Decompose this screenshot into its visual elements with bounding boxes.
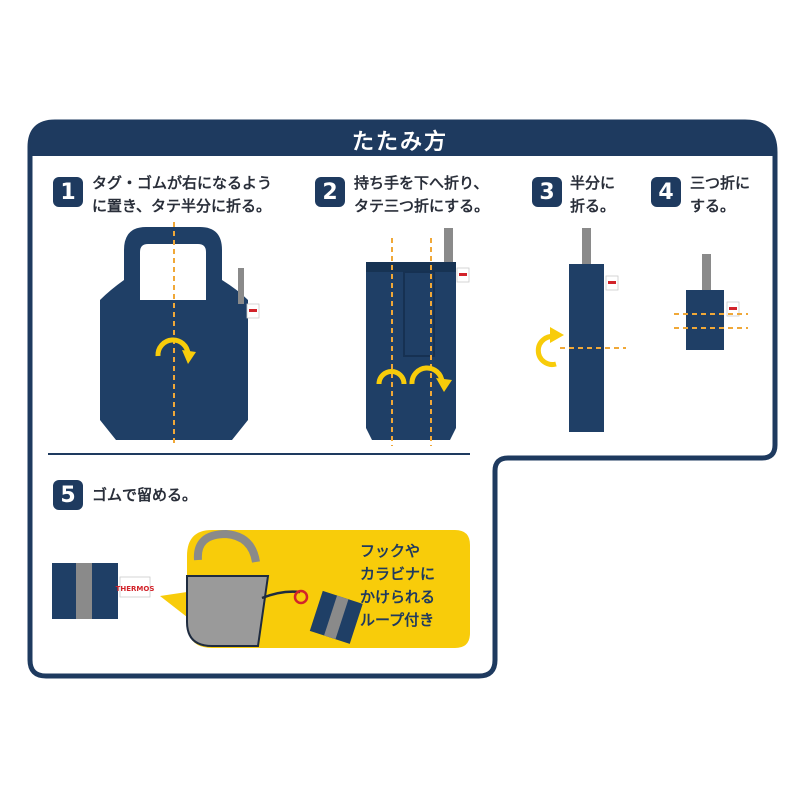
step-3-line-2: 折る。: [570, 197, 616, 215]
callout-line-2: カラビナに: [360, 565, 436, 583]
fold-arrow-3: [535, 334, 557, 367]
callout-line-4: ループ付き: [360, 611, 435, 629]
folded-body-2: [366, 262, 456, 440]
bag-handle: [124, 227, 222, 292]
handle-outline-2: [403, 271, 435, 357]
step-5-line-1: ゴムで留める。: [92, 486, 198, 504]
step-3-illustration: [535, 228, 626, 432]
step-1-badge: 1: [53, 177, 83, 207]
callout-ring: [293, 589, 309, 605]
step-3-text: 半分に 折る。: [570, 172, 615, 218]
step-2-line-2: タテ三つ折にする。: [354, 197, 490, 215]
elastic-band: [76, 563, 92, 619]
fold-arrowhead-2: [436, 378, 452, 392]
page-title: たたみ方: [351, 130, 448, 155]
callout-line-1: フックや: [360, 542, 421, 560]
callout-bag-body: [186, 575, 270, 647]
step-2-text: 持ち手を下へ折り、 タテ三つ折にする。: [354, 172, 489, 218]
callout-bubble: [160, 529, 470, 648]
thermos-label: THERMOS: [116, 585, 155, 593]
callout-line-3: かけられる: [360, 588, 436, 606]
thermos-tag-5: [119, 576, 151, 598]
step-4-illustration: [674, 254, 748, 350]
step-1-line-2: に置き、タテ半分に折る。: [92, 197, 271, 215]
step-1-line-1: タグ・ゴムが右になるよう: [92, 174, 273, 192]
folded-top-2: [366, 262, 456, 272]
step-1-text: タグ・ゴムが右になるよう に置き、タテ半分に折る。: [92, 172, 272, 218]
tag-mark-4: [729, 307, 737, 310]
fold-arrow-1: [155, 337, 191, 357]
step-4-badge: 4: [651, 177, 681, 207]
step-5-badge: 5: [53, 480, 83, 510]
step-3-line-1: 半分に: [570, 174, 616, 192]
callout-text: フックや カラビナに かけられる ループ付き: [360, 540, 480, 632]
loop-strap-3: [582, 228, 591, 268]
step-5-text: ゴムで留める。: [92, 484, 197, 507]
step-4-text: 三つ折に する。: [690, 172, 750, 218]
step-4-line-2: する。: [690, 197, 736, 215]
step-2-line-1: 持ち手を下へ折り、: [354, 174, 489, 192]
tag-mark-3: [608, 281, 616, 284]
fold-arrowhead-1: [182, 350, 196, 364]
step-5-illustration: THERMOS: [52, 563, 154, 619]
fold-arrow-2b: [409, 365, 445, 385]
square-body-4: [686, 290, 724, 350]
callout-pack-band: [324, 595, 349, 640]
callout-pack: [309, 590, 363, 644]
tag-mark-1: [249, 309, 257, 312]
step-1-illustration: [100, 222, 260, 444]
fold-arrowhead-3: [550, 327, 564, 343]
step-2-badge: 2: [315, 177, 345, 207]
loop-strap: [238, 268, 244, 304]
step-3-badge: 3: [532, 177, 562, 207]
loop-strap-2: [444, 228, 453, 268]
step-4-line-1: 三つ折に: [690, 174, 751, 192]
fold-arrow-2a: [376, 369, 407, 385]
callout-bag-handle: [193, 529, 260, 563]
loop-strap-4: [702, 254, 711, 294]
tag-mark-2: [459, 273, 467, 276]
title-band: [30, 122, 775, 156]
step-2-illustration: [366, 228, 470, 446]
